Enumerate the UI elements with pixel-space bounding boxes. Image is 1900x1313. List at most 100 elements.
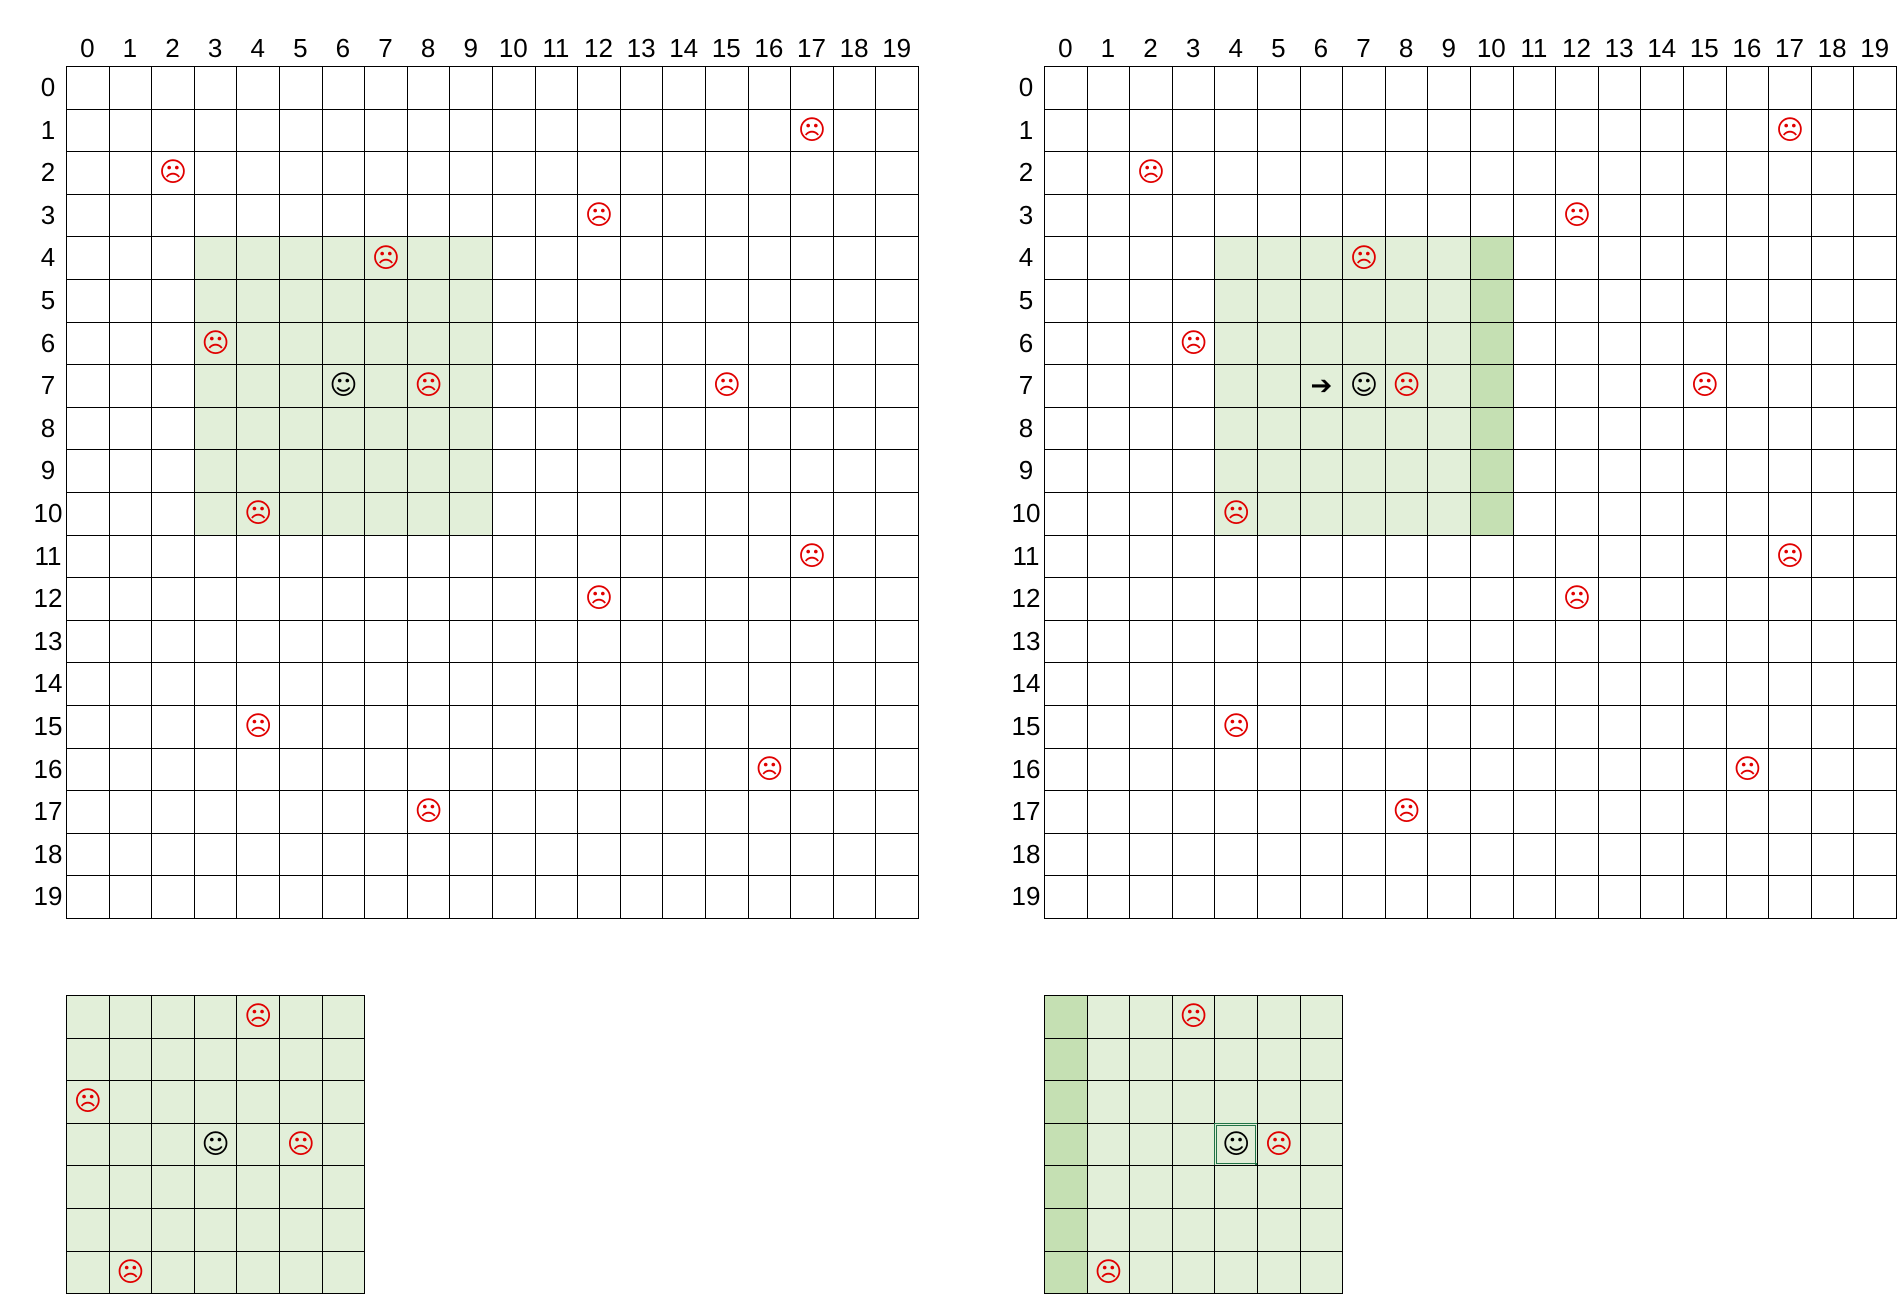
grid-cell[interactable] xyxy=(1725,705,1770,749)
grid-cell[interactable] xyxy=(1853,449,1897,493)
grid-cell[interactable] xyxy=(151,1122,195,1167)
grid-cell[interactable] xyxy=(1086,492,1131,536)
grid-cell[interactable] xyxy=(1640,662,1684,706)
grid-cell[interactable] xyxy=(747,321,792,366)
grid-cell[interactable] xyxy=(747,534,792,579)
grid-cell[interactable] xyxy=(577,449,621,493)
grid-cell[interactable] xyxy=(1044,279,1088,323)
grid-cell[interactable] xyxy=(1299,321,1344,366)
grid-cell[interactable] xyxy=(1683,492,1727,536)
grid-cell[interactable] xyxy=(1214,151,1258,195)
grid-cell[interactable] xyxy=(406,747,451,792)
grid-cell[interactable] xyxy=(1683,662,1727,706)
grid-cell[interactable] xyxy=(1640,705,1684,749)
grid-cell[interactable] xyxy=(619,747,664,792)
grid-cell[interactable] xyxy=(151,1037,195,1082)
grid-cell[interactable] xyxy=(406,492,451,536)
grid-cell[interactable] xyxy=(1768,747,1812,792)
grid-cell[interactable] xyxy=(1257,236,1301,280)
grid-cell[interactable] xyxy=(108,1208,153,1252)
grid-cell[interactable] xyxy=(875,279,919,323)
grid-cell[interactable] xyxy=(151,1208,195,1252)
grid-cell[interactable] xyxy=(1427,449,1471,493)
grid-cell[interactable] xyxy=(747,193,792,238)
grid-cell[interactable] xyxy=(1086,321,1131,366)
grid-cell[interactable] xyxy=(1555,790,1599,834)
grid-cell[interactable] xyxy=(151,492,195,536)
grid-cell[interactable] xyxy=(66,364,110,408)
grid-cell[interactable] xyxy=(1171,1080,1216,1124)
grid-cell[interactable] xyxy=(1768,66,1812,110)
grid-cell[interactable] xyxy=(492,662,536,706)
grid-cell[interactable] xyxy=(832,236,877,280)
grid-cell[interactable] xyxy=(1086,1080,1131,1124)
grid-cell[interactable] xyxy=(1683,406,1727,451)
grid-cell[interactable] xyxy=(193,875,238,919)
grid-cell[interactable] xyxy=(1257,364,1301,408)
grid-cell[interactable] xyxy=(1044,151,1088,195)
grid-cell[interactable] xyxy=(1640,832,1684,877)
grid-cell[interactable] xyxy=(1810,406,1855,451)
grid-cell[interactable] xyxy=(875,406,919,451)
grid-cell[interactable] xyxy=(662,747,706,792)
grid-cell[interactable] xyxy=(747,705,792,749)
grid-cell[interactable] xyxy=(321,1080,366,1124)
grid-cell[interactable] xyxy=(1810,534,1855,579)
grid-cell[interactable] xyxy=(1086,747,1131,792)
grid-cell[interactable] xyxy=(1427,108,1471,153)
grid-cell[interactable] xyxy=(1257,875,1301,919)
grid-cell[interactable] xyxy=(662,619,706,664)
grid-cell[interactable] xyxy=(1342,321,1386,366)
grid-cell[interactable] xyxy=(534,619,579,664)
grid-cell[interactable] xyxy=(662,406,706,451)
grid-cell[interactable] xyxy=(492,832,536,877)
grid-cell[interactable] xyxy=(1086,875,1131,919)
grid-cell[interactable] xyxy=(577,705,621,749)
grid-cell[interactable] xyxy=(790,321,834,366)
grid-cell[interactable] xyxy=(619,449,664,493)
grid-cell[interactable] xyxy=(321,108,366,153)
grid-cell[interactable]: ☺ xyxy=(1342,364,1386,408)
grid-cell[interactable] xyxy=(534,108,579,153)
grid-cell[interactable] xyxy=(1768,236,1812,280)
grid-cell[interactable] xyxy=(66,534,110,579)
grid-cell[interactable] xyxy=(1427,577,1471,621)
grid-cell[interactable] xyxy=(662,875,706,919)
grid-cell[interactable] xyxy=(832,66,877,110)
grid-cell[interactable] xyxy=(1086,832,1131,877)
grid-cell[interactable] xyxy=(1342,66,1386,110)
grid-cell[interactable] xyxy=(1470,747,1514,792)
grid-cell[interactable] xyxy=(236,875,280,919)
grid-cell[interactable] xyxy=(1044,66,1088,110)
grid-cell[interactable] xyxy=(1725,662,1770,706)
grid-cell[interactable] xyxy=(1171,364,1216,408)
grid-cell[interactable]: ☹ xyxy=(1725,747,1770,792)
grid-cell[interactable] xyxy=(875,534,919,579)
grid-cell[interactable] xyxy=(1853,875,1897,919)
grid-cell[interactable] xyxy=(1427,705,1471,749)
grid-cell[interactable] xyxy=(449,662,493,706)
grid-cell[interactable] xyxy=(1214,995,1258,1039)
grid-cell[interactable] xyxy=(406,406,451,451)
grid-cell[interactable] xyxy=(1257,66,1301,110)
grid-cell[interactable] xyxy=(193,151,238,195)
grid-cell[interactable] xyxy=(1640,534,1684,579)
grid-cell[interactable] xyxy=(1171,790,1216,834)
grid-cell[interactable] xyxy=(321,995,366,1039)
grid-cell[interactable]: ☹ xyxy=(577,577,621,621)
grid-cell[interactable] xyxy=(492,449,536,493)
grid-cell[interactable] xyxy=(108,1165,153,1209)
grid-cell[interactable] xyxy=(577,662,621,706)
grid-cell[interactable] xyxy=(1683,151,1727,195)
grid-cell[interactable] xyxy=(1299,279,1344,323)
grid-cell[interactable] xyxy=(236,1208,280,1252)
grid-cell[interactable] xyxy=(1384,534,1429,579)
grid-cell[interactable] xyxy=(1683,108,1727,153)
grid-cell[interactable] xyxy=(534,449,579,493)
grid-cell[interactable] xyxy=(1853,364,1897,408)
grid-cell[interactable] xyxy=(1044,832,1088,877)
grid-cell[interactable] xyxy=(406,662,451,706)
grid-cell[interactable] xyxy=(1725,321,1770,366)
grid-cell[interactable] xyxy=(279,449,323,493)
grid-cell[interactable] xyxy=(1597,108,1642,153)
